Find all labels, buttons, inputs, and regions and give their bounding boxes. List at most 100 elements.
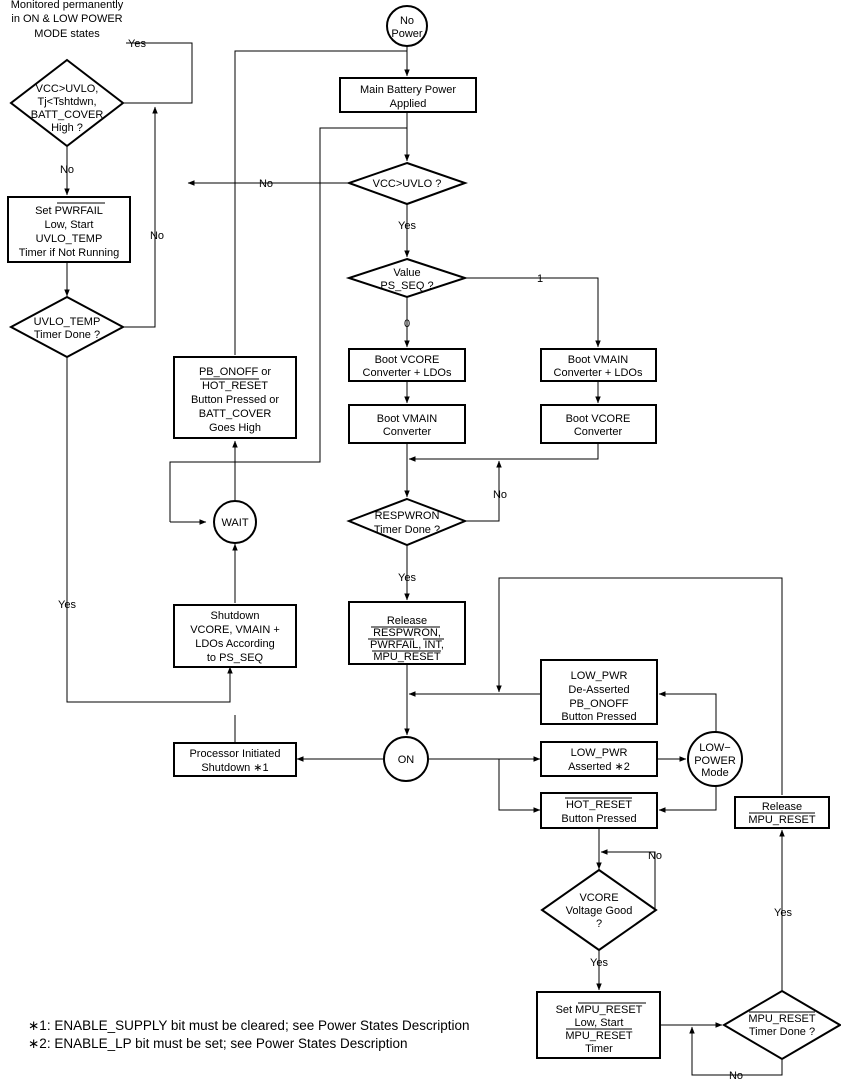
box-set-pwrfail: Set PWRFAIL Low, Start UVLO_TEMP Timer i… [7, 196, 131, 263]
node-line: Mode [701, 767, 729, 779]
edge-label: Yes [58, 599, 76, 611]
box-boot-vcore-ldos: Boot VCORE Converter + LDOs [348, 348, 466, 382]
node-line: Voltage Good [566, 905, 633, 917]
node-line: LOW− [699, 742, 730, 754]
node-line: No [400, 15, 414, 27]
box-boot-vcore: Boot VCORE Converter [540, 404, 657, 444]
edge-label: No [60, 164, 74, 176]
node-line: in ON & LOW POWER [11, 13, 122, 25]
edge-label: 0 [404, 318, 410, 330]
box-release-signals: Release RESPWRON, PWRFAIL, INT, MPU_RESE… [348, 601, 466, 665]
node-line: ? [596, 918, 602, 930]
decision-vcore-good: VCORE Voltage Good ? [540, 868, 658, 952]
edge-label: Yes [398, 220, 416, 232]
node-line: LOW_PWR [571, 747, 628, 759]
node-line: Converter [383, 426, 432, 438]
terminal-on: ON [383, 736, 429, 782]
node-line: Button Pressed [561, 711, 636, 723]
node-line: Asserted ∗2 [568, 761, 630, 773]
edge-label: No [648, 850, 662, 862]
edge-label: 1 [537, 273, 543, 285]
node-line: UVLO_TEMP [34, 316, 101, 328]
box-low-pwr-asserted: LOW_PWR Asserted ∗2 [540, 741, 658, 777]
node-line: MPU_RESET [748, 1013, 816, 1025]
node-line: PS_SEQ ? [380, 280, 433, 292]
monitor-note: Monitored permanently in ON & LOW POWER … [11, 0, 124, 40]
box-set-mpu-reset: Set MPU_RESET Low, Start MPU_RESET Timer [536, 991, 661, 1059]
footnote-1: ∗1: ENABLE_SUPPLY bit must be cleared; s… [28, 1018, 470, 1033]
node-line: Value [393, 267, 420, 279]
node-line: Timer Done ? [34, 329, 100, 341]
node-line: Set PWRFAIL [35, 205, 103, 217]
edge-label: No [729, 1070, 743, 1082]
node-line: De-Asserted [568, 684, 629, 696]
node-line: POWER [694, 755, 736, 767]
box-release-mpu-reset: Release MPU_RESET [734, 796, 830, 829]
box-pb-onoff: PB_ONOFF or HOT_RESET Button Pressed or … [173, 356, 297, 439]
node-line: Shutdown [211, 610, 260, 622]
node-line: Goes High [209, 422, 261, 434]
node-line: VCC>UVLO, [36, 83, 99, 95]
edge-label: Yes [774, 907, 792, 919]
node-line: to PS_SEQ [207, 652, 264, 664]
edge-label: Yes [590, 957, 608, 969]
node-line: MPU_RESET [373, 651, 441, 663]
decision-vcc-uvlo: VCC>UVLO ? [345, 161, 469, 206]
node-line: Release [762, 801, 802, 813]
node-line: Timer [585, 1043, 613, 1055]
node-line: MODE states [34, 28, 100, 40]
node-line: VCORE [579, 892, 618, 904]
box-shutdown: Shutdown VCORE, VMAIN + LDOs According t… [173, 604, 297, 668]
box-main-battery: Main Battery Power Applied [339, 77, 477, 113]
node-line: WAIT [221, 517, 248, 529]
node-line: Timer Done ? [749, 1026, 815, 1038]
node-line: Timer Done ? [374, 524, 440, 536]
footnote-2: ∗2: ENABLE_LP bit must be set; see Power… [28, 1036, 408, 1051]
node-line: Button Pressed [561, 813, 636, 825]
edge-label: Yes [128, 38, 146, 50]
node-line: Converter [574, 426, 623, 438]
decision-value-ps-seq: Value PS_SEQ ? [345, 257, 469, 299]
node-line: MPU_RESET [748, 814, 816, 826]
node-line: HOT_RESET [202, 380, 268, 392]
node-line: Converter + LDOs [554, 367, 643, 379]
node-line: Low, Start [45, 219, 94, 231]
node-line: Applied [390, 98, 427, 110]
edge-label: Yes [398, 572, 416, 584]
edge-label: No [150, 230, 164, 242]
node-line: LOW_PWR [571, 670, 628, 682]
edge-label: No [259, 178, 273, 190]
terminal-low-power-mode: LOW− POWER Mode [687, 731, 743, 787]
node-line: UVLO_TEMP [36, 233, 103, 245]
node-line: Power [391, 28, 423, 40]
node-line: PB_ONOFF or [199, 366, 271, 378]
edge-label: No [493, 489, 507, 501]
node-line: VCC>UVLO ? [373, 178, 442, 190]
node-line: Converter + LDOs [363, 367, 452, 379]
connectors [64, 42, 785, 1076]
node-line: Boot VCORE [375, 354, 440, 366]
node-line: HOT_RESET [566, 799, 632, 811]
node-line: PB_ONOFF [569, 698, 629, 710]
node-line: RESPWRON [375, 510, 440, 522]
node-line: Set MPU_RESET [556, 1004, 643, 1016]
node-line: Timer if Not Running [19, 247, 119, 259]
node-line: BATT_COVER [31, 109, 104, 121]
terminal-wait: WAIT [213, 500, 257, 544]
decision-mpu-reset-done: MPU_RESET Timer Done ? [722, 989, 841, 1061]
edge-labels: Yes No No Yes No Yes 0 1 No Yes No Yes N… [58, 38, 792, 1082]
node-line: Release [387, 615, 427, 627]
decision-uvlo-temp-done: UVLO_TEMP Timer Done ? [8, 295, 126, 359]
node-line: Monitored permanently [11, 0, 124, 11]
node-line: Main Battery Power [360, 84, 456, 96]
decision-vcc-uvlo-left: VCC>UVLO, Tj<Tshtdwn, BATT_COVER High ? [9, 58, 125, 148]
node-line: PWRFAIL, INT, [370, 639, 444, 651]
node-line: RESPWRON, [373, 627, 441, 639]
node-line: BATT_COVER [199, 408, 272, 420]
node-line: Shutdown ∗1 [201, 762, 268, 774]
node-line: Boot VMAIN [568, 354, 629, 366]
decision-respwron-done: RESPWRON Timer Done ? [346, 497, 468, 547]
box-hot-reset-pressed: HOT_RESET Button Pressed [540, 792, 658, 829]
node-line: Processor Initiated [189, 748, 280, 760]
